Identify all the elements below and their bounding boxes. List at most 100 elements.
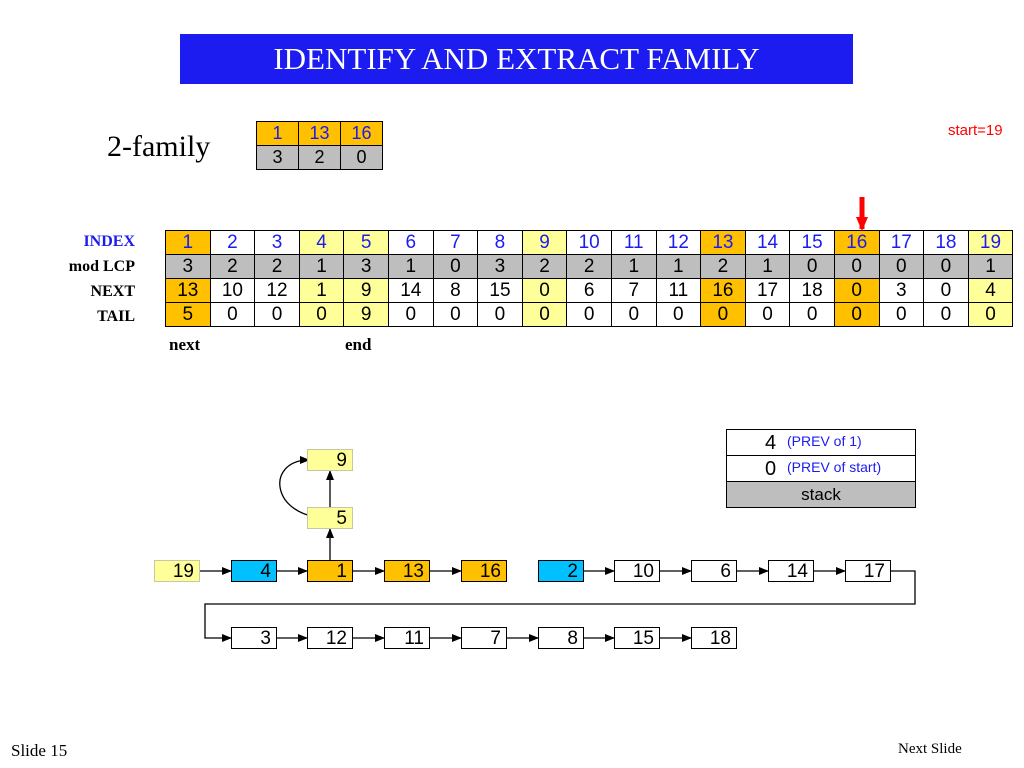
cell-tail-13: 0: [700, 302, 746, 327]
row-label-modlcp: mod LCP: [68, 258, 135, 275]
cell-tail-17: 0: [878, 302, 925, 327]
family-bottom-row: 3 2 0: [256, 145, 383, 170]
cell-index-10: 10: [566, 230, 612, 255]
cell-tail-16: 0: [833, 302, 880, 327]
family-label: 2-family: [107, 130, 211, 163]
cell-modlcp-8: 3: [477, 254, 523, 279]
cell-next-7: 8: [432, 278, 479, 303]
cell-tail-7: 0: [432, 302, 479, 327]
cell-tail-9: 0: [521, 302, 568, 327]
cell-tail-6: 0: [387, 302, 434, 327]
row-label-tail: TAIL: [97, 308, 135, 325]
cell-tail-12: 0: [655, 302, 702, 327]
start-label: start=19: [948, 122, 1003, 139]
stack-note: (PREV of start): [787, 459, 882, 475]
chain-node: 14: [768, 560, 814, 582]
stack-label: stack: [727, 482, 915, 507]
cell-next-3: 12: [254, 278, 300, 303]
stack-entry: 0 (PREV of start): [727, 456, 915, 482]
family-table: 1 13 16 3 2 0: [256, 121, 383, 170]
cell-index-17: 17: [878, 230, 925, 255]
family-cell: 2: [298, 145, 341, 170]
cell-modlcp-4: 1: [298, 254, 345, 279]
family-cell: 0: [340, 145, 383, 170]
cell-index-9: 9: [521, 230, 568, 255]
cell-modlcp-11: 1: [610, 254, 657, 279]
cell-next-8: 15: [477, 278, 523, 303]
stack-entry: 4 (PREV of 1): [727, 430, 915, 456]
cell-index-7: 7: [432, 230, 479, 255]
cell-tail-15: 0: [789, 302, 835, 327]
cell-next-15: 18: [789, 278, 835, 303]
cell-next-4: 1: [298, 278, 345, 303]
cell-index-2: 2: [209, 230, 256, 255]
page-title: IDENTIFY AND EXTRACT FAMILY: [273, 41, 760, 76]
chain-node: 4: [231, 560, 277, 582]
cell-index-13: 13: [700, 230, 746, 255]
cell-index-19: 19: [967, 230, 1014, 255]
cell-tail-18: 0: [923, 302, 969, 327]
cell-index-18: 18: [923, 230, 969, 255]
cell-next-5: 9: [343, 278, 389, 303]
cell-modlcp-15: 0: [789, 254, 835, 279]
stack-value: 4: [765, 432, 777, 454]
chain-node: 19: [154, 560, 200, 582]
cell-tail-19: 0: [967, 302, 1014, 327]
cell-tail-11: 0: [610, 302, 657, 327]
cell-modlcp-2: 2: [209, 254, 256, 279]
cell-modlcp-7: 0: [432, 254, 479, 279]
family-cell: 13: [298, 121, 341, 146]
cell-modlcp-16: 0: [833, 254, 880, 279]
chain-node: 13: [384, 560, 430, 582]
cell-next-18: 0: [923, 278, 969, 303]
family-cell: 3: [256, 145, 299, 170]
cell-modlcp-5: 3: [343, 254, 389, 279]
cell-tail-5: 9: [343, 302, 389, 327]
chain-node: 6: [691, 560, 737, 582]
wrap-arrow: [204, 570, 916, 642]
cell-next-11: 7: [610, 278, 657, 303]
chain-node: 9: [307, 449, 353, 471]
cell-modlcp-3: 2: [254, 254, 300, 279]
slide-number: Slide 15: [11, 741, 68, 760]
next-pointer-label: next: [169, 335, 201, 354]
cell-tail-3: 0: [254, 302, 300, 327]
cell-tail-14: 0: [744, 302, 791, 327]
chain-node: 16: [461, 560, 507, 582]
cell-index-1: 1: [165, 230, 211, 255]
cell-tail-2: 0: [209, 302, 256, 327]
cell-index-15: 15: [789, 230, 835, 255]
cell-next-14: 17: [744, 278, 791, 303]
cell-next-1: 13: [165, 278, 211, 303]
chain-node: 18: [691, 627, 737, 649]
chain-node: 8: [538, 627, 584, 649]
cell-next-12: 11: [655, 278, 702, 303]
chain-node: 10: [614, 560, 660, 582]
cell-tail-10: 0: [566, 302, 612, 327]
row-label-index: INDEX: [83, 233, 135, 250]
cell-tail-8: 0: [477, 302, 523, 327]
row-label-next: NEXT: [90, 283, 135, 300]
chain-node: 15: [614, 627, 660, 649]
chain-node: 3: [231, 627, 277, 649]
cell-modlcp-1: 3: [165, 254, 211, 279]
family-top-row: 1 13 16: [256, 121, 383, 146]
stack-box: 4 (PREV of 1) 0 (PREV of start) stack: [726, 429, 916, 508]
cell-index-12: 12: [655, 230, 702, 255]
chain-node: 2: [538, 560, 584, 582]
cell-next-16: 0: [833, 278, 880, 303]
cell-modlcp-18: 0: [923, 254, 969, 279]
next-slide-link[interactable]: Next Slide: [898, 741, 962, 757]
chain-node: 17: [845, 560, 891, 582]
cell-modlcp-10: 2: [566, 254, 612, 279]
cell-modlcp-17: 0: [878, 254, 925, 279]
chain-node: 7: [461, 627, 507, 649]
stack-value: 0: [765, 458, 777, 480]
family-cell: 16: [340, 121, 383, 146]
end-pointer-label: end: [345, 335, 372, 354]
